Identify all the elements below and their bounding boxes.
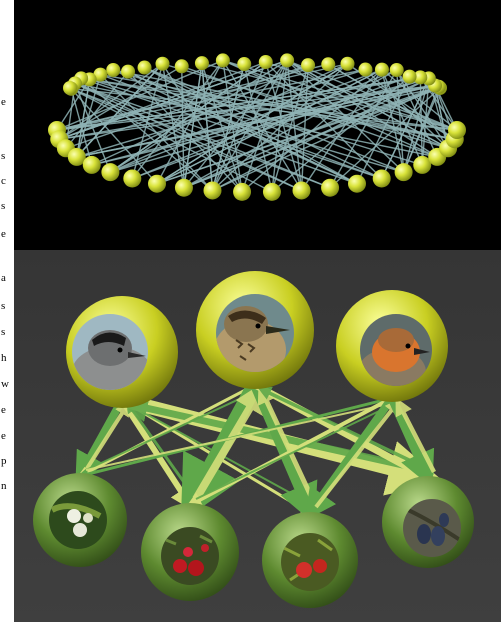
network-node bbox=[321, 57, 335, 71]
network-node bbox=[203, 181, 221, 199]
network-node bbox=[348, 175, 366, 193]
bird-node-2 bbox=[196, 271, 314, 389]
plant-node-1 bbox=[33, 473, 127, 567]
network-node bbox=[156, 57, 170, 71]
network-node bbox=[237, 57, 251, 71]
network-node bbox=[123, 169, 141, 187]
network-node bbox=[301, 58, 315, 72]
network-node bbox=[259, 55, 273, 69]
plant-node-3 bbox=[262, 512, 358, 608]
network-node bbox=[395, 163, 413, 181]
network-node bbox=[175, 59, 189, 73]
network-node bbox=[216, 53, 230, 67]
plant-node-4 bbox=[382, 476, 474, 568]
bird-node-3 bbox=[336, 290, 448, 402]
network-node bbox=[263, 183, 281, 201]
bird-node-1 bbox=[66, 296, 178, 408]
network-node bbox=[195, 56, 209, 70]
network-node bbox=[148, 175, 166, 193]
network-node bbox=[280, 53, 294, 67]
network-node bbox=[293, 181, 311, 199]
plant-node-2 bbox=[141, 503, 239, 601]
network-node bbox=[375, 63, 389, 77]
network-node bbox=[101, 163, 119, 181]
network-node bbox=[121, 65, 135, 79]
network-node bbox=[106, 63, 120, 77]
network-node bbox=[138, 61, 152, 75]
network-node bbox=[63, 81, 77, 95]
network-node bbox=[403, 70, 417, 84]
network-node bbox=[373, 169, 391, 187]
network-node bbox=[83, 156, 101, 174]
network-node bbox=[233, 183, 251, 201]
network-node bbox=[390, 63, 404, 77]
network-node bbox=[448, 121, 466, 139]
network-node bbox=[341, 57, 355, 71]
network-node bbox=[358, 63, 372, 77]
network-node bbox=[175, 179, 193, 197]
network-node bbox=[321, 179, 339, 197]
figure-bottom-edge bbox=[14, 622, 501, 630]
